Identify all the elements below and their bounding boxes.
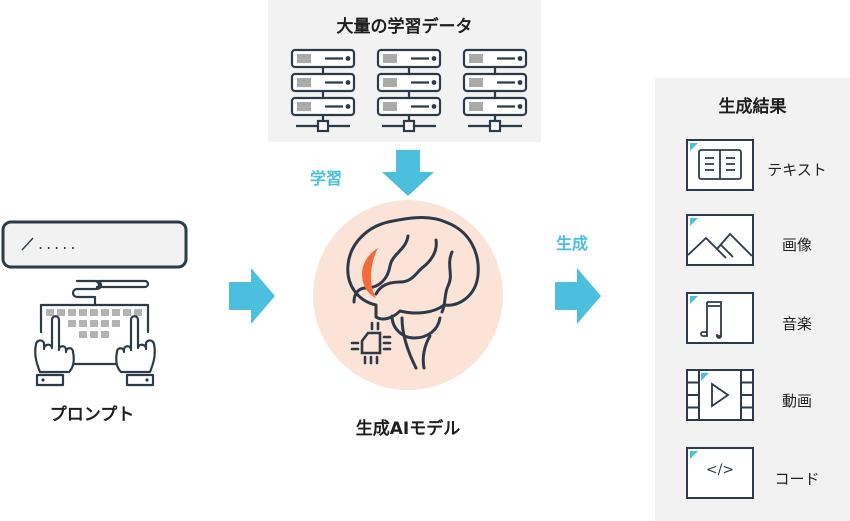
result-label-code: コード	[774, 470, 820, 488]
generate-label: 生成	[556, 234, 589, 253]
model-label: 生成AIモデル	[355, 419, 461, 439]
right-arrow-icon	[555, 268, 601, 324]
learn-label: 学習	[310, 169, 343, 188]
image-icon	[687, 232, 753, 259]
down-arrow-icon	[382, 150, 434, 196]
training-data-title: 大量の学習データ	[336, 17, 473, 37]
code-icon-glyph: </>	[705, 462, 735, 478]
brain-icon	[346, 216, 480, 370]
brain-highlight	[362, 248, 378, 298]
prompt-input-box	[1, 220, 188, 269]
result-label-image: 画像	[781, 236, 812, 254]
hands-icon	[34, 315, 156, 387]
video-icon	[687, 370, 753, 420]
brain-background	[313, 200, 503, 390]
keyboard-keys	[46, 309, 142, 338]
music-icon	[700, 301, 722, 339]
result-label-text: テキスト	[767, 161, 827, 179]
results-title: 生成結果	[718, 97, 787, 117]
right-arrow-icon	[229, 268, 275, 324]
prompt-input-text: .....	[38, 234, 79, 253]
code-icon-frame	[686, 447, 754, 499]
server-rack-icons	[290, 48, 528, 133]
cursor-slash-icon	[21, 237, 34, 251]
chip-icon	[350, 321, 392, 365]
image-icon-frame	[686, 214, 754, 266]
result-label-music: 音楽	[781, 315, 812, 333]
keyboard-icon	[39, 279, 150, 366]
document-icon	[698, 149, 742, 180]
prompt-label: プロンプト	[49, 405, 135, 425]
result-label-video: 動画	[781, 392, 812, 410]
